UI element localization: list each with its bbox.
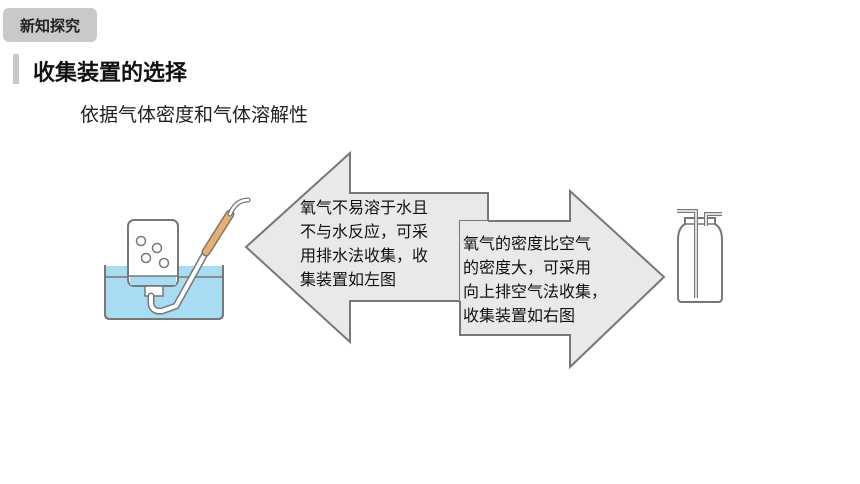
right-arrow-text-4: 收集装置如右图 bbox=[463, 306, 576, 325]
section-badge: 新知探究 bbox=[3, 8, 97, 42]
right-arrow-text-2: 的密度大，可采用 bbox=[463, 258, 592, 277]
right-arrow-shape bbox=[459, 188, 666, 370]
left-arrow-text-4: 集装置如左图 bbox=[300, 270, 397, 289]
gas-collecting-bottle bbox=[677, 209, 723, 303]
right-arrow-text-3: 向上排空气法收集， bbox=[463, 282, 608, 301]
left-arrow-text-1: 氧气不易溶于水且 bbox=[300, 198, 429, 217]
left-arrow-text-2: 不与水反应，可采 bbox=[300, 222, 429, 241]
title-accent-bar bbox=[13, 54, 19, 84]
page-title: 收集装置的选择 bbox=[33, 61, 188, 86]
water-displacement-apparatus bbox=[104, 197, 251, 320]
left-arrow-shape bbox=[244, 150, 489, 345]
right-arrow-text-1: 氧气的密度比空气 bbox=[463, 234, 592, 253]
left-arrow-text-3: 用排水法收集，收 bbox=[300, 246, 429, 265]
page-subtitle: 依据气体密度和气体溶解性 bbox=[80, 104, 309, 126]
